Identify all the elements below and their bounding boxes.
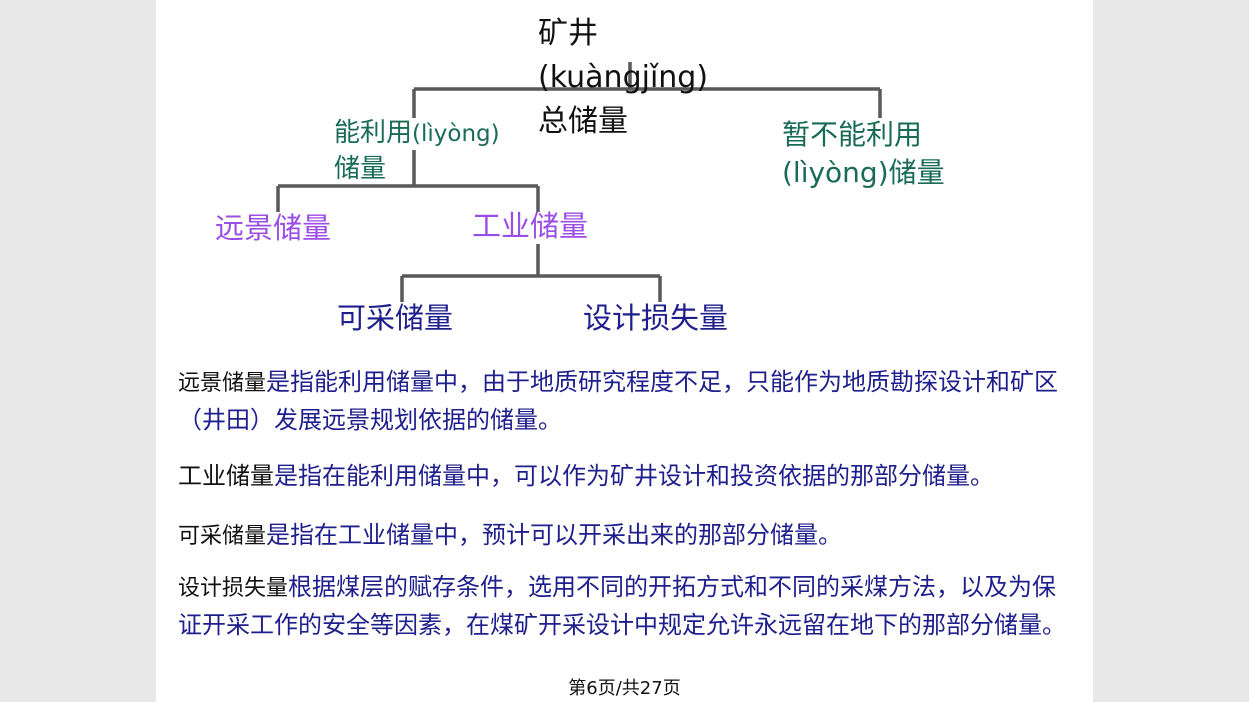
definition-text: 根据煤层的赋存条件，选用不同的开拓方式和不同的采煤方法，以及为保证开采工作的安全… <box>178 573 1066 639</box>
definition-term: 工业储量 <box>178 462 274 490</box>
node-unusable-line1: 暂不能利用 <box>782 118 923 151</box>
node-usable-line2: 储量 <box>334 154 387 184</box>
definition-text: 是指在工业储量中，预计可以开采出来的那部分储量。 <box>266 521 843 549</box>
node-prospect-reserves: 远景储量 <box>215 211 332 245</box>
node-design-loss: 设计损失量 <box>583 301 729 335</box>
node-total-reserves: 矿井 (kuàngjǐng) 总储量 <box>538 12 708 144</box>
definition-text: 是指能利用储量中，由于地质研究程度不足，只能作为地质勘探设计和矿区（井田）发展远… <box>178 368 1059 434</box>
definition-design-loss: 设计损失量根据煤层的赋存条件，选用不同的开拓方式和不同的采煤方法，以及为保证开采… <box>178 569 1073 643</box>
node-usable-line1: 能利用(lìyòng) <box>334 116 500 152</box>
node-unusable-reserves: 暂不能利用 (lìyòng)储量 <box>782 116 945 192</box>
definition-prospect: 远景储量是指能利用储量中，由于地质研究程度不足，只能作为地质勘探设计和矿区（井田… <box>178 364 1073 438</box>
slide: 矿井 (kuàngjǐng) 总储量 能利用(lìyòng) 储量 暂不能利用 … <box>156 0 1093 702</box>
node-total-line1: 矿井 <box>538 16 598 51</box>
node-usable-reserves: 能利用(lìyòng) 储量 <box>334 116 500 187</box>
node-usable-text: 能利用 <box>334 118 413 148</box>
definition-term: 可采储量 <box>178 524 267 549</box>
node-unusable-line2: (lìyòng)储量 <box>782 156 945 189</box>
node-mineable-reserves: 可采储量 <box>337 301 454 335</box>
definition-industrial: 工业储量是指在能利用储量中，可以作为矿井设计和投资依据的那部分储量。 <box>178 458 1073 494</box>
node-total-line3: 总储量 <box>538 104 628 139</box>
node-total-line2: (kuàngjǐng) <box>538 60 709 95</box>
definition-text: 是指在能利用储量中，可以作为矿井设计和投资依据的那部分储量。 <box>274 462 994 490</box>
definition-mineable: 可采储量是指在工业储量中，预计可以开采出来的那部分储量。 <box>178 517 1073 555</box>
definition-term: 设计损失量 <box>178 576 289 601</box>
node-usable-pinyin: (lìyòng) <box>412 121 500 147</box>
tree-connectors <box>276 62 882 302</box>
node-industrial-reserves: 工业储量 <box>472 209 589 243</box>
page-number: 第6页/共27页 <box>568 678 681 699</box>
definition-term: 远景储量 <box>178 371 267 396</box>
